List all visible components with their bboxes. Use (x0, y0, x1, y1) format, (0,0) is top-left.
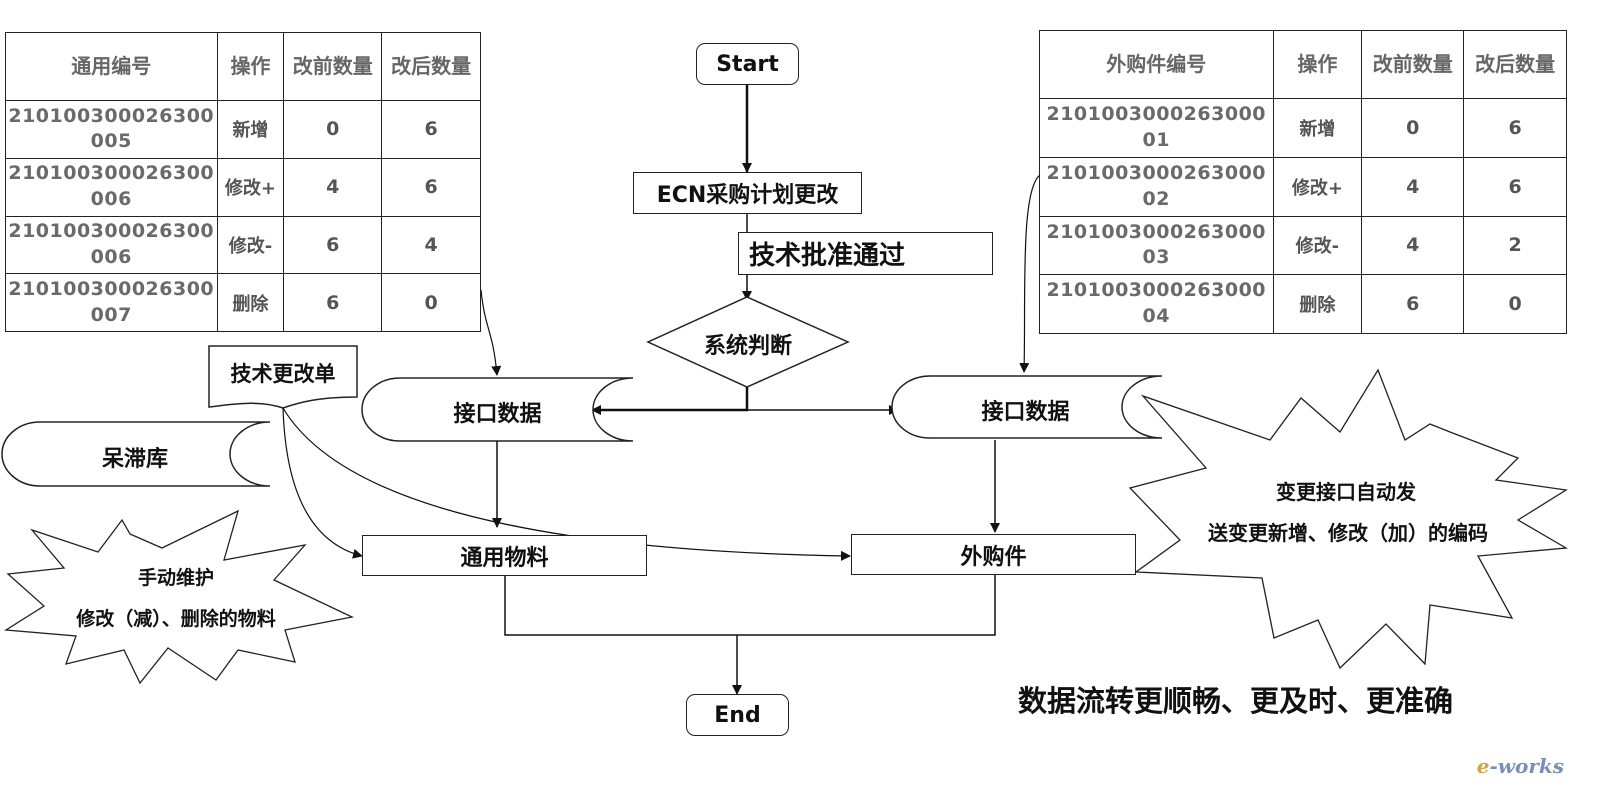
slogan-text: 数据流转更顺畅、更及时、更准确 (1018, 684, 1454, 718)
table-cell-before: 0 (1361, 98, 1465, 158)
table-cell-before: 4 (1361, 215, 1465, 276)
table-cell-after: 6 (1463, 98, 1567, 158)
curve-doc-to-purchased (282, 407, 851, 561)
curve-right-table-to-interface (1019, 174, 1041, 373)
table-row: 210100300026300006 修改- 6 4 (5, 215, 481, 275)
interface-left-shape (361, 377, 634, 442)
table-row: 210100300026300007 删除 6 0 (5, 273, 481, 332)
interface-right-shape (891, 375, 1163, 439)
left-table-header-code: 通用编号 (5, 32, 218, 101)
table-cell-before: 6 (283, 215, 383, 275)
table-cell-op: 新增 (1272, 98, 1363, 158)
table-cell-after: 2 (1463, 215, 1567, 276)
ecn-node: ECN采购计划更改 (633, 172, 862, 214)
table-row: 210100300026300006 修改+ 4 6 (5, 157, 481, 217)
table-cell-code: 210100300026300005 (5, 100, 218, 159)
right-table-header-after: 改后数量 (1463, 30, 1567, 99)
table-row: 210100300026300005 新增 0 6 (5, 100, 481, 159)
table-cell-code: 210100300026300006 (5, 157, 218, 217)
table-row: 210100300026300001 新增 0 6 (1039, 98, 1567, 158)
tech-change-doc-label: 技术更改单 (230, 362, 336, 386)
auto-note-line2: 送变更新增、修改（加）的编码 (1208, 521, 1488, 545)
table-cell-before: 0 (283, 100, 383, 159)
right-table-header-before: 改前数量 (1361, 30, 1465, 99)
sluggish-store-shape (1, 421, 271, 487)
end-node: End (686, 694, 789, 736)
left-table-header-op: 操作 (216, 32, 285, 101)
table-cell-code: 210100300026300001 (1039, 98, 1274, 158)
table-cell-op: 修改+ (1272, 156, 1363, 217)
manual-note-line1: 手动维护 (137, 567, 214, 589)
sluggish-store-label: 呆滞库 (101, 447, 168, 472)
right-table: 外购件编号 操作 改前数量 改后数量 210100300026300001 新增… (1039, 30, 1567, 334)
table-row: 210100300026300002 修改+ 4 6 (1039, 156, 1567, 217)
left-table-header-after: 改后数量 (381, 32, 481, 101)
table-cell-after: 6 (1463, 156, 1567, 217)
table-cell-code: 210100300026300004 (1039, 274, 1274, 334)
table-cell-op: 删除 (1272, 274, 1363, 334)
table-row: 210100300026300004 删除 6 0 (1039, 274, 1567, 334)
table-cell-after: 0 (1463, 274, 1567, 334)
approval-node: 技术批准通过 (738, 232, 993, 275)
table-cell-op: 修改+ (216, 157, 285, 217)
table-cell-op: 新增 (216, 100, 285, 159)
merge-line (504, 575, 996, 636)
table-row: 210100300026300003 修改- 4 2 (1039, 215, 1567, 276)
arrow-decision-to-left-interface (591, 387, 749, 415)
manual-note-line2: 修改（减）、删除的物料 (76, 608, 276, 630)
table-cell-before: 4 (1361, 156, 1465, 217)
right-table-header-code: 外购件编号 (1039, 30, 1274, 99)
auto-note-line1: 变更接口自动发 (1276, 480, 1416, 504)
table-cell-code: 210100300026300006 (5, 215, 218, 275)
starburst-manual (4, 509, 355, 685)
table-cell-op: 修改- (1272, 215, 1363, 276)
table-cell-op: 修改- (216, 215, 285, 275)
eworks-logo: e-works (1476, 754, 1564, 778)
table-cell-before: 6 (1361, 274, 1465, 334)
table-cell-code: 210100300026300007 (5, 273, 218, 332)
decision-label: 系统判断 (703, 334, 792, 359)
general-material-node: 通用物料 (362, 535, 647, 576)
left-table-header-before: 改前数量 (283, 32, 383, 101)
table-cell-code: 210100300026300002 (1039, 156, 1274, 217)
table-cell-code: 210100300026300003 (1039, 215, 1274, 276)
purchased-part-node: 外购件 (851, 534, 1136, 575)
table-cell-after: 6 (381, 157, 481, 217)
left-table: 通用编号 操作 改前数量 改后数量 210100300026300005 新增 … (5, 32, 481, 332)
table-cell-before: 4 (283, 157, 383, 217)
curve-doc-to-general (282, 407, 363, 559)
starburst-auto (1128, 368, 1569, 670)
start-node: Start (696, 43, 799, 85)
table-cell-after: 6 (381, 100, 481, 159)
table-cell-before: 6 (283, 273, 383, 332)
right-table-header-op: 操作 (1272, 30, 1363, 99)
interface-left-label: 接口数据 (453, 402, 542, 427)
interface-right-label: 接口数据 (981, 400, 1070, 425)
table-cell-op: 删除 (216, 273, 285, 332)
curve-left-table-to-interface (480, 289, 502, 376)
table-cell-after: 4 (381, 215, 481, 275)
table-cell-after: 0 (381, 273, 481, 332)
